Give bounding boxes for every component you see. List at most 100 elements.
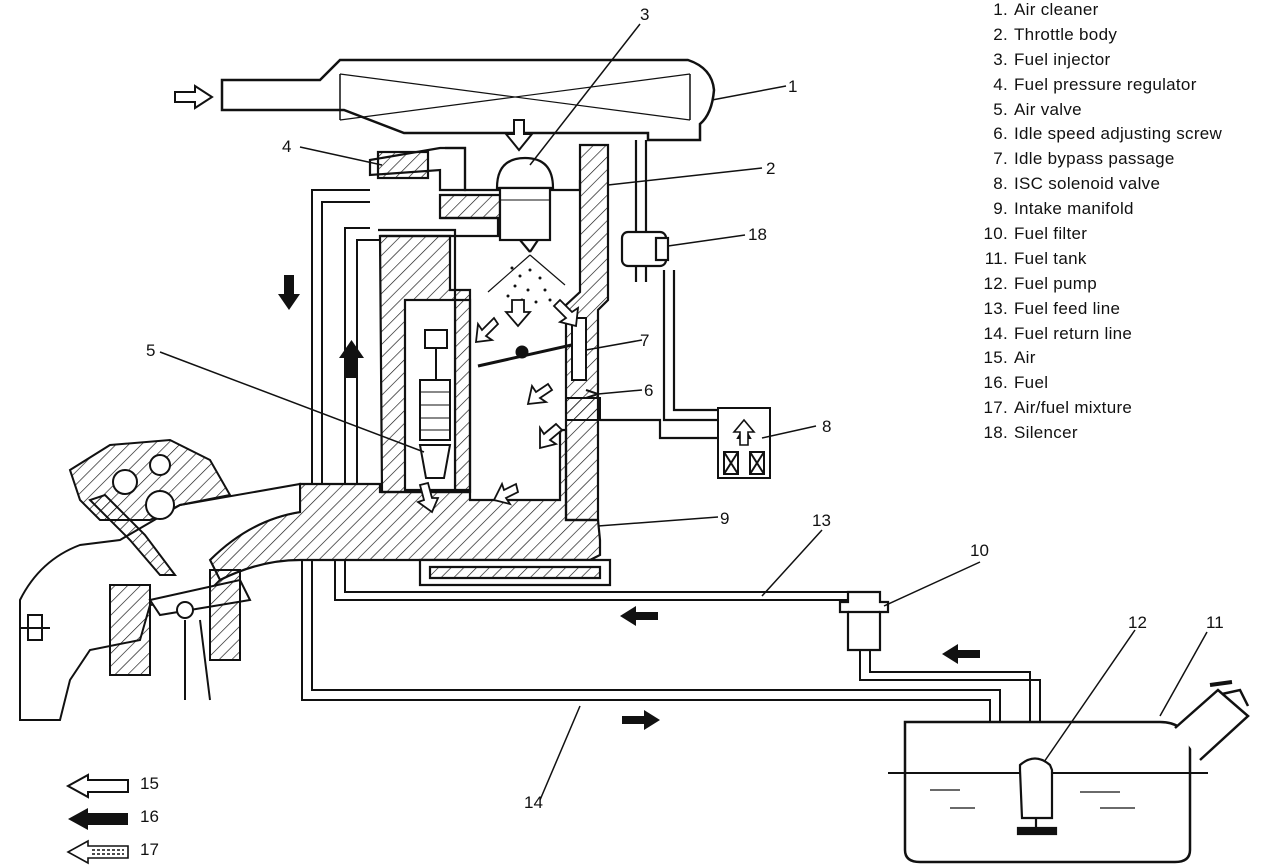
engine-head: [19, 438, 301, 721]
legend-label: Idle speed adjusting screw: [1014, 124, 1223, 144]
legend-item: 12. Fuel pump: [976, 272, 1222, 297]
fuel-injector: [495, 156, 555, 253]
key-fuel-label: 16: [140, 807, 159, 826]
key-air-arrow-icon: [65, 773, 129, 799]
legend-number: 11.: [984, 248, 1008, 268]
fuel-arrow-feed: [620, 606, 658, 626]
legend-number: 2.: [993, 24, 1008, 44]
legend-number: 10.: [983, 224, 1008, 244]
legend-item: 17. Air/fuel mixture: [976, 396, 1222, 421]
callout-5: 5: [146, 341, 155, 360]
callout-2: 2: [766, 159, 775, 178]
legend-item: 10. Fuel filter: [976, 222, 1222, 247]
fuel-arrow-down: [278, 275, 300, 310]
legend-label: ISC solenoid valve: [1014, 174, 1161, 194]
legend-item: 16. Fuel: [976, 371, 1222, 396]
key-mixture-arrow-icon: [66, 839, 129, 865]
legend-number: 14.: [983, 323, 1008, 343]
legend-label: Fuel: [1014, 373, 1049, 393]
callout-7: 7: [640, 331, 649, 350]
legend-label: Fuel injector: [1014, 49, 1111, 69]
legend-label: Fuel tank: [1014, 248, 1087, 268]
legend-number: 15.: [983, 348, 1008, 368]
callout-10: 10: [970, 541, 989, 560]
key-fuel-arrow-icon: [68, 808, 128, 830]
legend-item: 11. Fuel tank: [976, 247, 1222, 272]
legend-number: 8.: [993, 174, 1008, 194]
callout-18: 18: [748, 225, 767, 244]
legend-number: 12.: [983, 273, 1008, 293]
legend-label: Intake manifold: [1014, 199, 1134, 219]
legend-label: Fuel filter: [1014, 224, 1088, 244]
legend-number: 1.: [993, 0, 1008, 19]
legend-item: 1. Air cleaner: [976, 0, 1222, 23]
air-valve: [418, 329, 452, 479]
callout-6: 6: [644, 381, 653, 400]
key-air-label: 15: [140, 774, 159, 793]
legend-number: 17.: [983, 398, 1008, 418]
legend-label: Fuel pressure regulator: [1014, 74, 1197, 94]
legend-item: 3. Fuel injector: [976, 48, 1222, 73]
pressure-regulator: [368, 146, 582, 192]
legend-label: Throttle body: [1014, 24, 1118, 44]
legend-label: Air valve: [1014, 99, 1082, 119]
legend-number: 9.: [993, 199, 1008, 219]
fuel-arrow-return: [622, 710, 660, 730]
fuel-tank: [888, 680, 1250, 864]
legend-label: Silencer: [1014, 423, 1078, 443]
legend-item: 13. Fuel feed line: [976, 297, 1222, 322]
legend-label: Air/fuel mixture: [1014, 398, 1133, 418]
fuel-spray: [487, 254, 566, 304]
fuel-arrow-tank: [942, 644, 980, 664]
air-cleaner: [220, 58, 716, 142]
fuel-return-line: [301, 560, 1001, 804]
legend-number: 18.: [983, 423, 1008, 443]
callout-9: 9: [720, 509, 729, 528]
throttle-valve: [477, 342, 577, 368]
legend-item: 6. Idle speed adjusting screw: [976, 122, 1222, 147]
legend-item: 9. Intake manifold: [976, 197, 1222, 222]
callout-4: 4: [282, 137, 291, 156]
legend-label: Fuel return line: [1014, 323, 1133, 343]
legend-item: 4. Fuel pressure regulator: [976, 73, 1222, 98]
air-arrow-down: [503, 119, 535, 152]
leader-lines: [159, 23, 1208, 801]
callout-8: 8: [822, 417, 831, 436]
callout-12: 12: [1128, 613, 1147, 632]
legend-number: 13.: [983, 298, 1008, 318]
callout-3: 3: [640, 5, 649, 24]
legend-number: 7.: [993, 149, 1008, 169]
legend-label: Air cleaner: [1014, 0, 1099, 19]
legend-item: 5. Air valve: [976, 98, 1222, 123]
key-mixture-label: 17: [140, 840, 159, 859]
regulator-fuel-lines: [311, 189, 380, 484]
legend-number: 3.: [993, 49, 1008, 69]
legend-item: 14. Fuel return line: [976, 322, 1222, 347]
legend-label: Fuel feed line: [1014, 298, 1121, 318]
callout-14: 14: [524, 793, 543, 812]
callout-13: 13: [812, 511, 831, 530]
component-legend: 1. Air cleaner 2. Throttle body 3. Fuel injec…: [976, 0, 1222, 446]
callout-1: 1: [788, 77, 797, 96]
legend-item: 2. Throttle body: [976, 23, 1222, 48]
fuel-arrow-up: [339, 340, 364, 378]
legend-number: 16.: [983, 373, 1008, 393]
legend-number: 6.: [993, 124, 1008, 144]
mixture-arrows: [416, 298, 580, 514]
legend-item: 15. Air: [976, 346, 1222, 371]
intake-manifold: [208, 428, 612, 587]
tank-vent-arrow: [732, 418, 756, 446]
legend-item: 8. ISC solenoid valve: [976, 172, 1222, 197]
legend-number: 4.: [993, 74, 1008, 94]
legend-label: Idle bypass passage: [1014, 149, 1175, 169]
legend-label: Fuel pump: [1014, 273, 1098, 293]
callout-11: 11: [1206, 613, 1224, 632]
legend-number: 5.: [993, 99, 1008, 119]
fuel-filter: [838, 590, 890, 652]
legend-label: Air: [1014, 348, 1036, 368]
air-arrow-intake: [174, 84, 214, 110]
silencer: [600, 140, 720, 440]
legend-item: 18. Silencer: [976, 421, 1222, 446]
legend-item: 7. Idle bypass passage: [976, 147, 1222, 172]
